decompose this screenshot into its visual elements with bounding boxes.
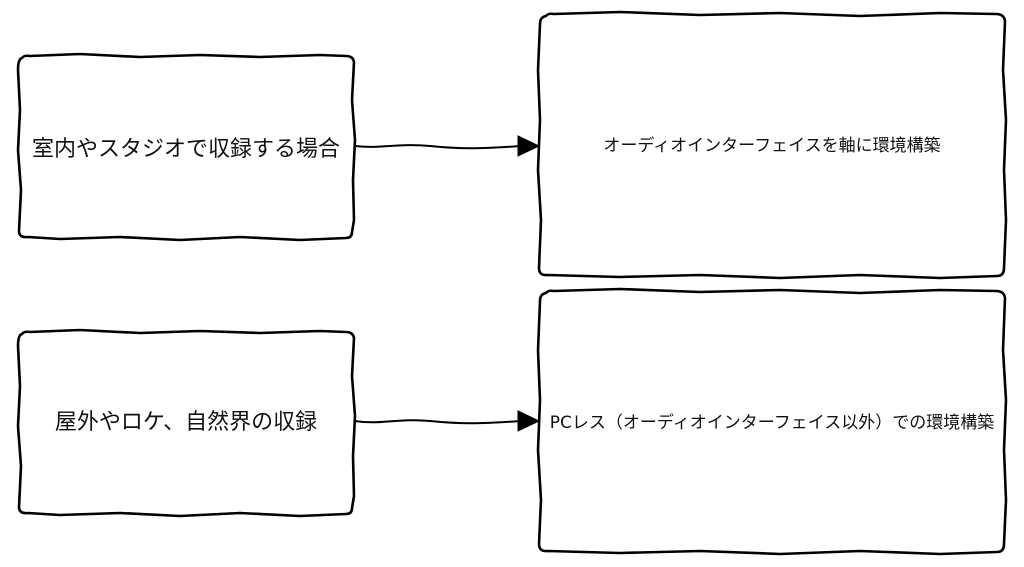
node-outdoor-recording: 屋外やロケ、自然界の収録 <box>16 328 357 518</box>
node-indoor-recording-border <box>16 52 357 242</box>
node-audio-interface-setup-label: オーディオインターフェイスを軸に環境構築 <box>603 135 940 156</box>
node-pc-less-setup: PCレス（オーディオインターフェイス以外）での環境構築 <box>536 287 1008 556</box>
node-audio-interface-setup: オーディオインターフェイスを軸に環境構築 <box>536 10 1008 280</box>
node-indoor-recording-label: 室内やスタジオで収録する場合 <box>32 137 340 162</box>
arrow-head-icon <box>517 135 541 157</box>
node-outdoor-recording-label: 屋外やロケ、自然界の収録 <box>55 410 317 435</box>
node-audio-interface-setup-border <box>536 10 1008 280</box>
node-indoor-recording: 室内やスタジオで収録する場合 <box>16 52 357 242</box>
edge-indoor-to-audio-interface-line <box>354 144 521 150</box>
node-pc-less-setup-label: PCレス（オーディオインターフェイス以外）での環境構築 <box>550 412 994 433</box>
arrow-head-icon <box>517 410 541 432</box>
edge-indoor-to-audio-interface <box>354 135 541 157</box>
node-outdoor-recording-border <box>16 328 357 518</box>
edge-outdoor-to-pc-less <box>354 410 541 432</box>
edge-outdoor-to-pc-less-line <box>354 419 521 425</box>
node-pc-less-setup-border <box>536 287 1008 556</box>
